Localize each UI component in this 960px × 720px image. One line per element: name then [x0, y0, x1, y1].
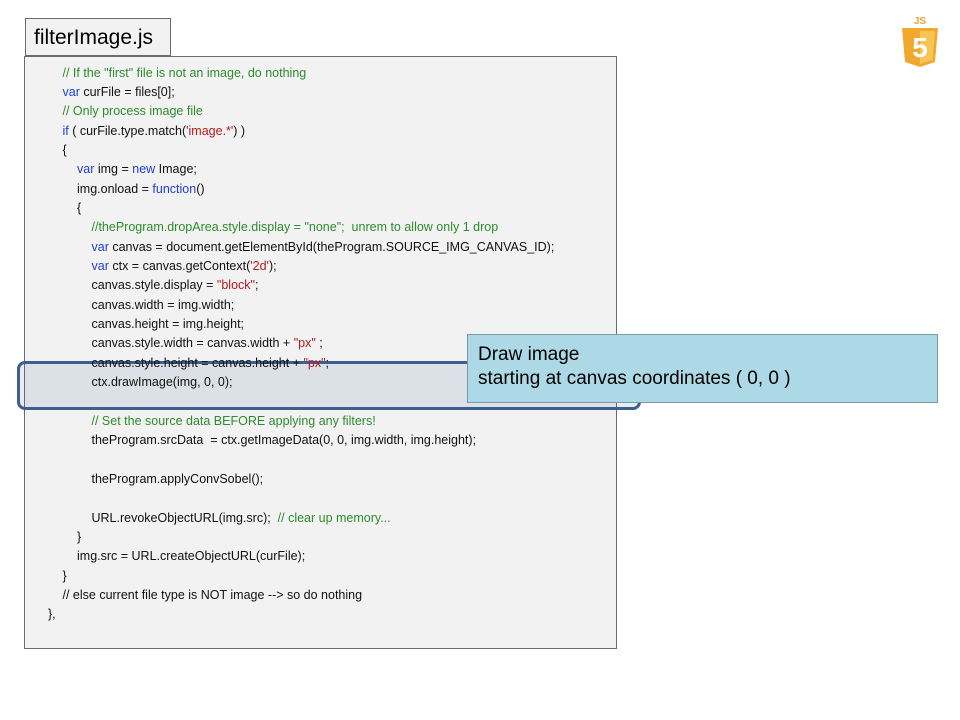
- code-keyword: var: [91, 259, 109, 273]
- callout-line-1: Draw image: [478, 344, 580, 365]
- code-line: var ctx = canvas.getContext('2d');: [92, 259, 277, 274]
- js-label: JS: [914, 16, 927, 27]
- code-line: var curFile = files[0];: [63, 85, 175, 100]
- code-string: "px": [293, 336, 316, 351]
- code-text: canvas.width = img.width;: [91, 297, 235, 312]
- code-keyword: function: [152, 181, 197, 196]
- code-line: var img = new Image;: [77, 162, 197, 177]
- code-comment: //theProgram.dropArea.style.display = "n…: [91, 220, 499, 235]
- code-line: canvas.width = img.width;: [92, 298, 235, 313]
- code-text: }: [77, 529, 82, 544]
- code-string: '2d': [250, 259, 269, 273]
- code-text: canvas.style.height = canvas.height +: [91, 355, 304, 370]
- code-text: ) ): [233, 123, 246, 138]
- code-text: canvas.height = img.height;: [91, 317, 245, 332]
- file-name-tab[interactable]: filterImage.js: [25, 18, 171, 56]
- code-line: //theProgram.dropArea.style.display = "n…: [92, 220, 499, 235]
- code-line: img.src = URL.createObjectURL(curFile);: [77, 549, 305, 564]
- code-text: Image;: [155, 162, 197, 177]
- code-keyword: var: [77, 162, 95, 177]
- code-line: if ( curFile.type.match('image.*') ): [63, 124, 246, 139]
- code-line: // else current file type is NOT image -…: [63, 588, 363, 603]
- code-comment: // Set the source data BEFORE applying a…: [91, 413, 376, 428]
- code-text: canvas = document.getElementById(theProg…: [108, 239, 555, 254]
- code-line: theProgram.applyConvSobel();: [92, 472, 264, 487]
- code-line: {: [77, 201, 81, 216]
- code-text: ctx = canvas.getContext(: [108, 259, 251, 273]
- code-text: ;: [315, 336, 323, 351]
- code-text: (): [196, 181, 205, 196]
- code-text: img =: [94, 162, 133, 177]
- code-line: // Only process image file: [63, 104, 203, 119]
- code-string: "block": [216, 278, 255, 293]
- code-line: // Set the source data BEFORE applying a…: [92, 414, 376, 429]
- code-text: {: [62, 142, 67, 157]
- code-line: {: [63, 143, 67, 158]
- code-line: }: [63, 569, 67, 584]
- code-text: {: [77, 200, 82, 215]
- code-text: ( curFile.type.match(: [68, 123, 187, 138]
- code-keyword: var: [62, 84, 80, 99]
- code-line: }: [77, 530, 81, 545]
- code-text: ctx.drawImage(img, 0, 0);: [91, 375, 233, 390]
- code-text: );: [268, 259, 277, 273]
- code-line: img.onload = function(): [77, 182, 205, 197]
- code-string: "px": [303, 355, 326, 370]
- code-text: img.onload =: [77, 181, 153, 196]
- code-line: var canvas = document.getElementById(the…: [92, 240, 555, 255]
- logo-glyph: 5: [912, 32, 928, 63]
- code-text: ;: [325, 355, 330, 370]
- code-line: canvas.style.display = "block";: [92, 278, 259, 293]
- code-comment: // Only process image file: [62, 104, 203, 119]
- code-text: curFile = files[0];: [79, 84, 175, 99]
- code-line: },: [48, 607, 56, 622]
- code-line: canvas.style.width = canvas.width + "px"…: [92, 336, 323, 351]
- code-text: theProgram.srcData = ctx.getImageData(0,…: [91, 433, 477, 448]
- code-text: theProgram.applyConvSobel();: [91, 471, 264, 486]
- html5-js-logo-icon: JS 5: [900, 14, 940, 70]
- code-text: ;: [254, 278, 259, 293]
- code-line: canvas.style.height = canvas.height + "p…: [92, 356, 330, 371]
- code-comment: // If the "first" file is not an image, …: [62, 65, 307, 80]
- code-keyword: var: [91, 239, 109, 254]
- code-line: URL.revokeObjectURL(img.src); // clear u…: [92, 511, 391, 526]
- code-line: theProgram.srcData = ctx.getImageData(0,…: [92, 433, 477, 448]
- callout-box: Draw image starting at canvas coordinate…: [467, 334, 938, 403]
- code-string: 'image.*': [186, 123, 234, 138]
- code-text: }: [62, 568, 67, 583]
- code-text: // else current file type is NOT image -…: [62, 587, 363, 602]
- code-line: // If the "first" file is not an image, …: [63, 66, 307, 81]
- code-keyword: new: [132, 162, 156, 177]
- code-text: img.src = URL.createObjectURL(curFile);: [77, 549, 306, 564]
- code-line: ctx.drawImage(img, 0, 0);: [92, 375, 233, 390]
- code-keyword: if: [62, 123, 69, 138]
- code-text: URL.revokeObjectURL(img.src);: [91, 510, 278, 525]
- code-text: },: [48, 607, 56, 622]
- code-line: canvas.height = img.height;: [92, 317, 245, 332]
- code-comment: // clear up memory...: [277, 510, 391, 525]
- callout-line-2: starting at canvas coordinates ( 0, 0 ): [478, 368, 791, 389]
- code-text: canvas.style.display =: [91, 278, 217, 293]
- code-text: canvas.style.width = canvas.width +: [91, 336, 294, 351]
